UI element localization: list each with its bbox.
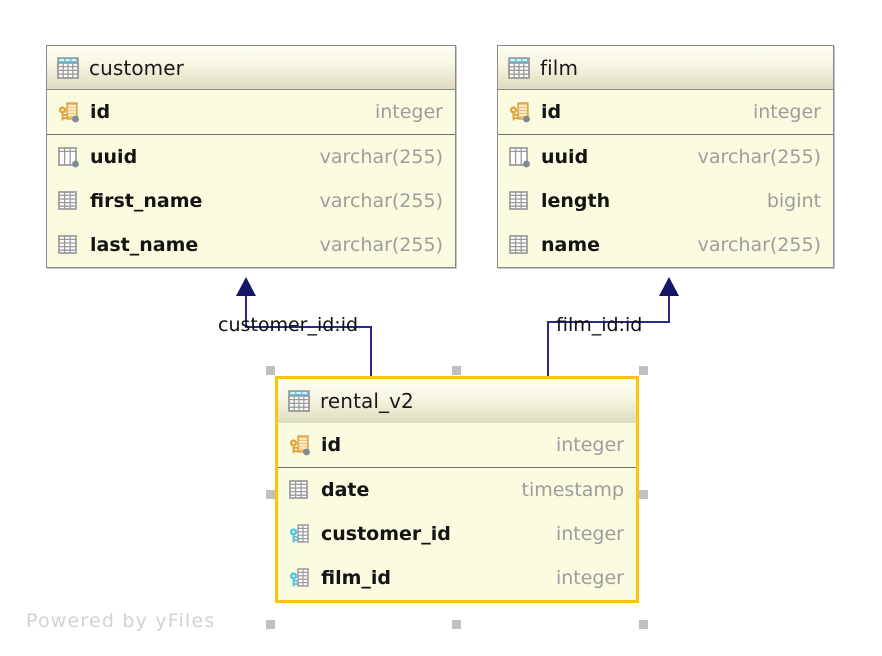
attribute-name: customer_id xyxy=(321,523,451,545)
attribute-row[interactable]: last_name varchar(255) xyxy=(47,223,455,267)
primary-key-icon xyxy=(289,435,310,456)
column-icon xyxy=(509,235,528,254)
attribute-name: film_id xyxy=(321,567,392,589)
attribute-name: id xyxy=(541,101,562,123)
unique-column-icon xyxy=(509,147,530,168)
attribute-row[interactable]: id integer xyxy=(47,90,455,134)
attribute-type: integer xyxy=(555,567,624,589)
unique-column-icon xyxy=(58,147,79,168)
entity-title-film: film xyxy=(540,55,579,80)
column-icon xyxy=(58,191,77,210)
table-icon xyxy=(508,56,530,79)
attribute-type: varchar(255) xyxy=(697,234,821,256)
attribute-type: bigint xyxy=(766,190,821,212)
entity-title-customer: customer xyxy=(89,55,184,80)
pk-section-customer: id integer xyxy=(47,90,455,135)
selection-handle-bottom-right[interactable] xyxy=(639,620,648,629)
attributes-section-film: uuid varchar(255) length bigint xyxy=(498,135,833,267)
attributes-section-customer: uuid varchar(255) first_name varc xyxy=(47,135,455,267)
yfiles-watermark: Powered by yFiles xyxy=(26,610,216,632)
entity-header-film[interactable]: film xyxy=(498,46,833,90)
attribute-row[interactable]: date timestamp xyxy=(278,468,636,512)
foreign-key-icon xyxy=(289,524,309,543)
selection-handle-middle-right[interactable] xyxy=(639,490,648,499)
pk-section-film: id integer xyxy=(498,90,833,135)
selection-handle-bottom-center[interactable] xyxy=(452,620,461,629)
column-icon xyxy=(58,235,77,254)
attribute-row[interactable]: uuid varchar(255) xyxy=(498,135,833,179)
attribute-name: id xyxy=(321,434,342,456)
attribute-type: integer xyxy=(752,101,821,123)
edge-label-customer_id-id: customer_id:id xyxy=(218,314,359,336)
entity-rental_v2[interactable]: rental_v2 xyxy=(275,376,639,603)
column-icon xyxy=(509,191,528,210)
attribute-type: integer xyxy=(555,523,624,545)
attribute-type: integer xyxy=(555,434,624,456)
attribute-type: varchar(255) xyxy=(319,190,443,212)
attribute-row[interactable]: id integer xyxy=(498,90,833,134)
attributes-section-rental_v2: date timestamp xyxy=(278,468,636,600)
attribute-name: uuid xyxy=(541,146,589,168)
selection-handle-middle-left[interactable] xyxy=(266,490,275,499)
attribute-name: last_name xyxy=(90,234,199,256)
attribute-row[interactable]: uuid varchar(255) xyxy=(47,135,455,179)
attribute-row[interactable]: customer_id integer xyxy=(278,512,636,556)
attribute-row[interactable]: name varchar(255) xyxy=(498,223,833,267)
selection-handle-top-left[interactable] xyxy=(266,366,275,375)
entity-film[interactable]: film xyxy=(497,45,834,268)
attribute-row[interactable]: film_id integer xyxy=(278,556,636,600)
column-icon xyxy=(289,480,308,499)
entity-header-customer[interactable]: customer xyxy=(47,46,455,90)
attribute-name: date xyxy=(321,479,370,501)
selection-handle-top-right[interactable] xyxy=(639,366,648,375)
pk-section-rental_v2: id integer xyxy=(278,423,636,468)
attribute-name: name xyxy=(541,234,601,256)
attribute-name: length xyxy=(541,190,611,212)
primary-key-icon xyxy=(509,102,530,123)
primary-key-icon xyxy=(58,102,79,123)
edge-label-film_id-id: film_id:id xyxy=(556,314,643,336)
attribute-type: integer xyxy=(374,101,443,123)
table-icon xyxy=(57,56,79,79)
foreign-key-icon xyxy=(289,568,309,587)
attribute-row[interactable]: length bigint xyxy=(498,179,833,223)
attribute-type: timestamp xyxy=(521,479,625,501)
entity-customer[interactable]: customer xyxy=(46,45,456,268)
table-icon xyxy=(288,390,310,412)
attribute-row[interactable]: first_name varchar(255) xyxy=(47,179,455,223)
entity-header-rental_v2[interactable]: rental_v2 xyxy=(278,379,636,423)
attribute-name: id xyxy=(90,101,111,123)
attribute-type: varchar(255) xyxy=(319,146,443,168)
attribute-name: first_name xyxy=(90,190,203,212)
selection-handle-top-center[interactable] xyxy=(452,366,461,375)
attribute-type: varchar(255) xyxy=(319,234,443,256)
attribute-row[interactable]: id integer xyxy=(278,423,636,467)
attribute-type: varchar(255) xyxy=(697,146,821,168)
attribute-name: uuid xyxy=(90,146,138,168)
entity-title-rental_v2: rental_v2 xyxy=(320,389,414,413)
selection-handle-bottom-left[interactable] xyxy=(266,620,275,629)
